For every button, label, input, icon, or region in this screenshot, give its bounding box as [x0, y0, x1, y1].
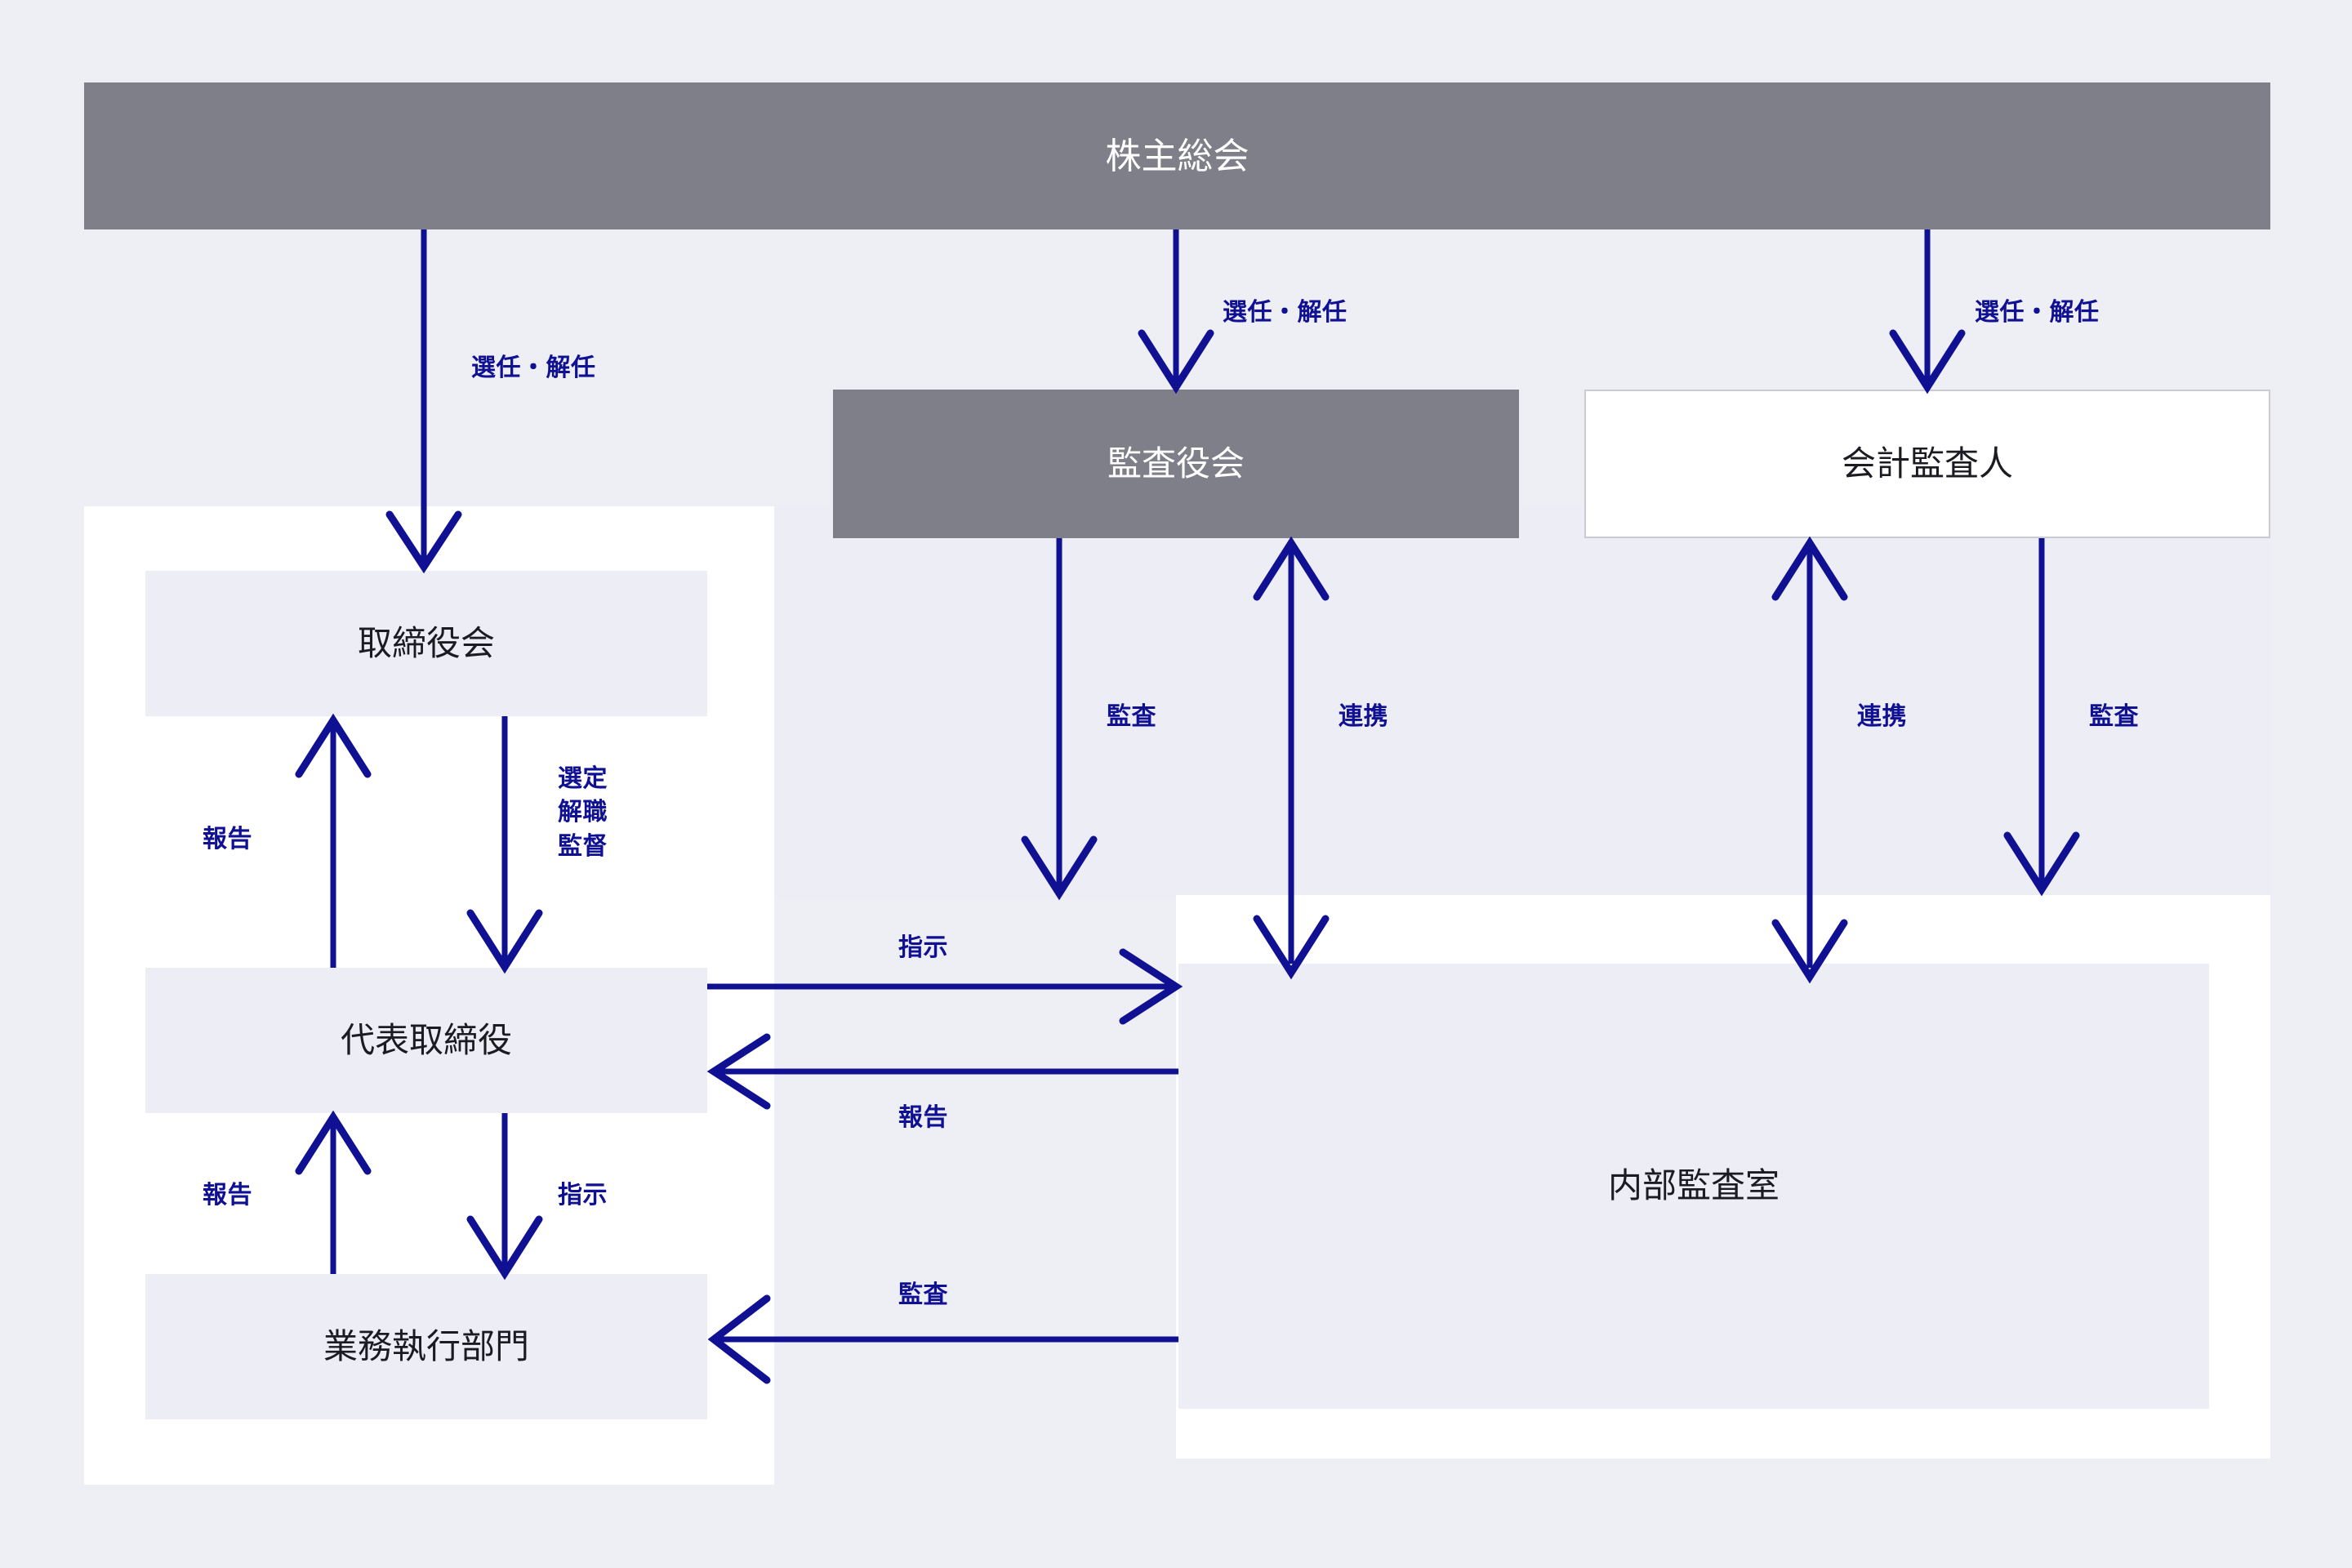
node-business-execution[interactable]: 業務執行部門: [145, 1274, 707, 1419]
edge-label-select-dismiss-supervise: 選定 解職 監督: [558, 765, 608, 860]
edge-label-select-dismiss-directors: 選任・解任: [471, 354, 596, 381]
node-board-of-directors[interactable]: 取締役会: [145, 571, 707, 716]
edge-label-select-dismiss-accounting: 選任・解任: [1975, 299, 2100, 326]
node-board-of-auditors-label: 監査役会: [1107, 443, 1245, 483]
node-accounting-auditor[interactable]: 会計監査人: [1584, 390, 2270, 538]
node-business-execution-label: 業務執行部門: [323, 1326, 529, 1365]
node-internal-audit-office-label: 内部監査室: [1607, 1166, 1780, 1205]
edge-label-report-to-board: 報告: [203, 826, 252, 853]
node-shareholders-meeting[interactable]: 株主総会: [84, 82, 2270, 229]
edge-label-instruct-to-internal-audit: 指示: [898, 934, 948, 961]
edge-label-report-from-internal-audit: 報告: [898, 1104, 948, 1131]
edge-label-coordinate-accounting-internal: 連携: [1857, 703, 1907, 730]
edge-label-select-dismiss-auditors: 選任・解任: [1223, 299, 1348, 326]
node-internal-audit-office[interactable]: 内部監査室: [1178, 964, 2209, 1409]
node-board-of-auditors[interactable]: 監査役会: [833, 390, 1519, 538]
edge-label-report-to-repdir: 報告: [203, 1182, 252, 1209]
node-board-of-directors-label: 取締役会: [357, 623, 495, 662]
edge-label-coordinate-auditors-internal: 連携: [1339, 703, 1388, 730]
node-representative-director-label: 代表取締役: [340, 1020, 512, 1059]
center-backdrop-panel: [772, 506, 2270, 898]
edge-label-instruct-to-biz: 指示: [558, 1182, 608, 1209]
edge-label-audit-accounting-internal: 監査: [2089, 703, 2139, 730]
node-shareholders-meeting-label: 株主総会: [1105, 136, 1250, 176]
arrow-internal-audit-to-repdir-report: [706, 1033, 1178, 1110]
arrow-shareholders-to-board-of-auditors: [1138, 229, 1214, 394]
node-accounting-auditor-label: 会計監査人: [1841, 443, 2013, 483]
arrow-shareholders-to-accounting-auditor: [1889, 229, 1966, 394]
edge-label-audit-auditors-internal: 監査: [1107, 703, 1156, 730]
edge-label-audit-to-business: 監査: [898, 1281, 948, 1308]
node-representative-director[interactable]: 代表取締役: [145, 968, 707, 1113]
